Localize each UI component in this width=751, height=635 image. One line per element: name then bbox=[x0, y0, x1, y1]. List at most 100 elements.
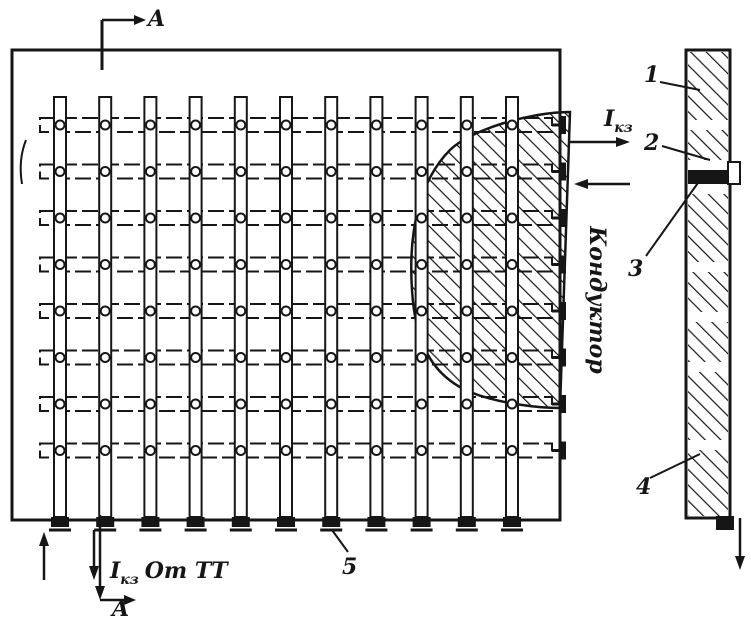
weld-node bbox=[144, 166, 156, 177]
weld-node bbox=[144, 305, 156, 317]
horizontal-bar bbox=[39, 442, 553, 459]
weld-node bbox=[416, 166, 428, 177]
right-terminal-cap bbox=[560, 116, 566, 134]
weld-node bbox=[461, 212, 473, 224]
weld-node bbox=[370, 305, 382, 317]
bottom-terminal-cap bbox=[457, 517, 476, 527]
right-terminals bbox=[552, 116, 566, 460]
weld-node bbox=[280, 305, 292, 317]
weld-node bbox=[235, 398, 247, 410]
weld-nodes bbox=[54, 119, 518, 456]
weld-node bbox=[370, 212, 382, 224]
weld-node bbox=[280, 166, 292, 177]
weld-node bbox=[416, 352, 428, 363]
callout-4-label: 4 bbox=[636, 474, 651, 500]
weld-node bbox=[461, 352, 473, 363]
weld-node bbox=[325, 305, 337, 317]
weld-node bbox=[54, 166, 66, 177]
weld-node bbox=[370, 352, 382, 363]
weld-node bbox=[235, 445, 247, 456]
weld-node bbox=[461, 259, 473, 270]
section-marker-top bbox=[100, 15, 146, 70]
weld-node bbox=[144, 212, 156, 224]
weld-node bbox=[54, 305, 66, 317]
weld-node bbox=[54, 259, 66, 270]
weld-node bbox=[235, 166, 247, 177]
weld-node bbox=[370, 445, 382, 456]
weld-node bbox=[190, 445, 202, 456]
weld-node bbox=[144, 445, 156, 456]
weld-node bbox=[325, 119, 337, 131]
bottom-terminal-cap bbox=[367, 517, 386, 527]
weld-node bbox=[144, 259, 156, 270]
weld-node bbox=[416, 119, 428, 131]
weld-node bbox=[461, 445, 473, 456]
weld-node bbox=[325, 398, 337, 410]
bottom-terminal-cap bbox=[322, 517, 341, 527]
weld-node bbox=[506, 305, 518, 317]
weld-node bbox=[54, 212, 66, 224]
weld-node bbox=[235, 305, 247, 317]
bottom-terminal-cap bbox=[96, 517, 115, 527]
section-label-bottom: A bbox=[110, 596, 129, 622]
section-label-top: A bbox=[146, 6, 165, 32]
right-terminal-cap bbox=[560, 348, 566, 367]
weld-node bbox=[325, 352, 337, 363]
callout-5-leader bbox=[331, 529, 349, 553]
weld-node bbox=[325, 212, 337, 224]
right-terminal-cap bbox=[560, 441, 566, 460]
weld-node bbox=[416, 212, 428, 224]
right-terminal-cap bbox=[560, 162, 566, 181]
weld-node bbox=[190, 398, 202, 410]
weld-node bbox=[54, 352, 66, 363]
bottom-terminal-cap bbox=[503, 517, 521, 527]
weld-node bbox=[144, 119, 156, 131]
bottom-terminal-cap bbox=[186, 517, 205, 527]
weld-node bbox=[99, 305, 111, 317]
weld-node bbox=[506, 445, 518, 456]
weld-node bbox=[416, 398, 428, 410]
weld-node bbox=[506, 119, 518, 131]
weld-node bbox=[461, 305, 473, 317]
callout-2-leader bbox=[661, 145, 711, 161]
weld-node bbox=[280, 398, 292, 410]
callout-4-leader bbox=[649, 453, 701, 479]
callout-2-label: 2 bbox=[643, 130, 659, 156]
weld-node bbox=[235, 352, 247, 363]
weld-node bbox=[370, 166, 382, 177]
weld-node bbox=[370, 119, 382, 131]
bottom-terminal-cap bbox=[231, 517, 250, 527]
weld-node bbox=[54, 445, 66, 456]
weld-node bbox=[461, 166, 473, 177]
weld-node bbox=[99, 352, 111, 363]
weld-node bbox=[325, 166, 337, 177]
current-arrow-down bbox=[89, 530, 99, 580]
callout-1-label: 1 bbox=[644, 62, 659, 88]
current-arrow-out bbox=[570, 137, 630, 147]
current-arrow-up bbox=[39, 532, 49, 580]
weld-node bbox=[416, 259, 428, 270]
bottom-terminal-cap bbox=[51, 517, 69, 527]
bottom-terminals bbox=[49, 517, 523, 532]
weld-node bbox=[506, 166, 518, 177]
weld-node bbox=[280, 352, 292, 363]
callout-3-label: 3 bbox=[628, 256, 643, 282]
weld-node bbox=[144, 398, 156, 410]
weld-node bbox=[461, 398, 473, 410]
weld-node bbox=[54, 398, 66, 410]
weld-node bbox=[280, 119, 292, 131]
current-label-top: Iкз bbox=[603, 106, 633, 136]
weld-node bbox=[190, 212, 202, 224]
weld-node bbox=[99, 166, 111, 177]
weld-node bbox=[506, 259, 518, 270]
weld-node bbox=[190, 119, 202, 131]
weld-node bbox=[370, 398, 382, 410]
weld-node bbox=[280, 212, 292, 224]
weld-node bbox=[54, 119, 66, 131]
right-terminal-cap bbox=[560, 395, 566, 413]
weld-node bbox=[506, 398, 518, 410]
callout-3-leader bbox=[645, 179, 701, 257]
bottom-terminal-cap bbox=[412, 517, 431, 527]
